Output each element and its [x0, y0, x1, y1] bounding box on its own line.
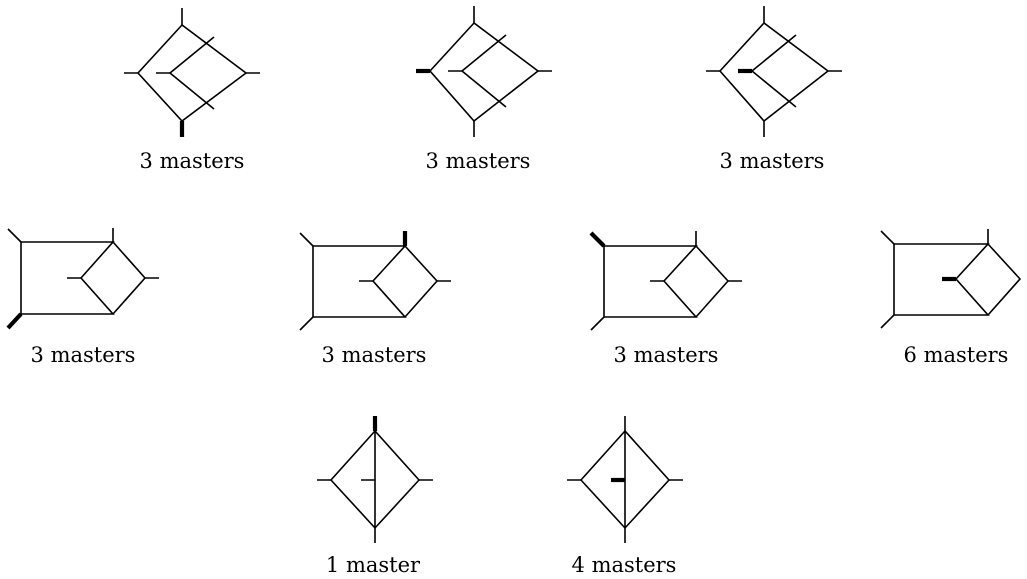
diagram-4-caption: 3 masters: [31, 343, 136, 367]
diagram-6-caption: 3 masters: [614, 343, 719, 367]
diagram-7-lines: [880, 229, 1022, 329]
diagram-5-caption: 3 masters: [322, 343, 427, 367]
diagram-2-lines: [428, 6, 552, 137]
diagram-1-lines: [124, 8, 260, 123]
diagram-3-lines: [706, 6, 842, 137]
diagram-9-caption: 4 masters: [572, 553, 677, 577]
diagram-1: 3 masters: [124, 8, 260, 173]
diagram-1-caption: 3 masters: [140, 149, 245, 173]
diagram-6-marked-line: [589, 231, 606, 248]
diagram-7-caption: 6 masters: [904, 343, 1009, 367]
diagram-6: 3 masters: [589, 231, 742, 367]
diagram-8-caption: 1 master: [326, 553, 421, 577]
diagram-8-lines: [317, 429, 433, 543]
diagram-6-lines: [590, 231, 742, 331]
diagram-3-caption: 3 masters: [720, 149, 825, 173]
diagram-3: 3 masters: [706, 6, 842, 173]
diagram-4-lines: [7, 228, 159, 315]
diagram-5: 3 masters: [299, 231, 451, 367]
diagram-4: 3 masters: [6, 228, 159, 367]
diagram-2: 3 masters: [416, 6, 552, 173]
diagram-2-caption: 3 masters: [426, 149, 531, 173]
diagram-8: 1 master: [317, 416, 433, 577]
diagram-7: 6 masters: [880, 229, 1022, 367]
diagram-5-lines: [299, 232, 451, 331]
diagram-9: 4 masters: [567, 416, 683, 577]
diagram-4-marked-line: [6, 312, 23, 330]
